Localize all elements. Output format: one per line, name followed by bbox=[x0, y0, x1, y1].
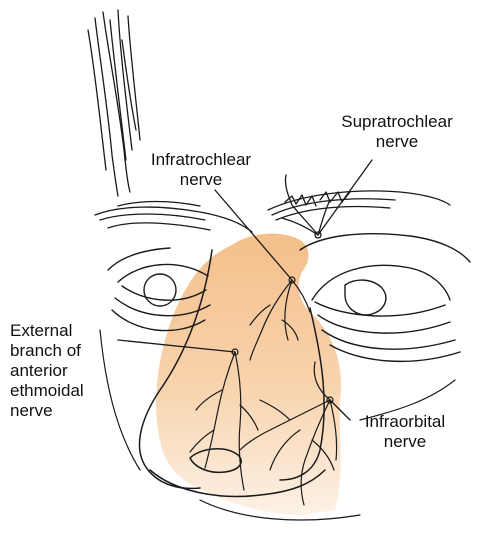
label-line: anterior bbox=[10, 361, 130, 381]
hair-strands bbox=[88, 10, 140, 196]
label-line: Infratrochlear bbox=[136, 150, 266, 170]
right-brow bbox=[268, 191, 450, 220]
label-line: branch of bbox=[10, 341, 130, 361]
label-line: nerve bbox=[136, 170, 266, 190]
label-line: Supratrochlear bbox=[338, 112, 456, 132]
label-line: nerve bbox=[352, 432, 458, 452]
label-infraorbital-nerve: Infraorbital nerve bbox=[352, 412, 458, 452]
label-line: External bbox=[10, 321, 130, 341]
label-line: Infraorbital bbox=[352, 412, 458, 432]
label-supratrochlear-nerve: Supratrochlear nerve bbox=[338, 112, 456, 152]
sensory-area-shading bbox=[156, 234, 341, 515]
label-line: ethmoidal bbox=[10, 381, 130, 401]
label-line: nerve bbox=[338, 132, 456, 152]
label-external-branch-anterior-ethmoidal-nerve: External branch of anterior ethmoidal ne… bbox=[10, 321, 130, 421]
label-line: nerve bbox=[10, 401, 130, 421]
leader-supratrochlear bbox=[318, 160, 372, 235]
label-infratrochlear-nerve: Infratrochlear nerve bbox=[136, 150, 266, 190]
